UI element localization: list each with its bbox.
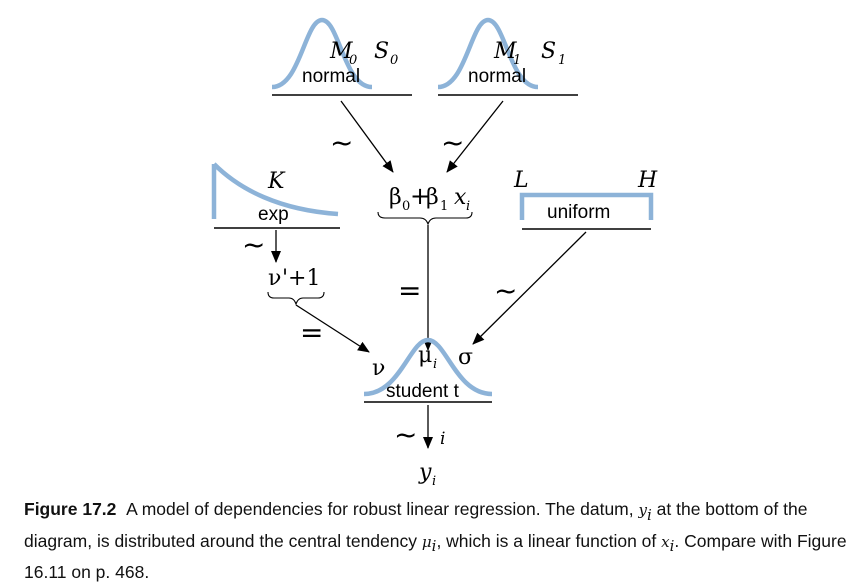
high-param: H — [637, 168, 658, 193]
caption-text-3: , which is a linear function of — [436, 530, 662, 551]
caption-y: y — [638, 501, 647, 519]
nu-rest: '+1 — [282, 266, 320, 291]
arrow-nu-to-student — [295, 304, 370, 353]
exp-curve-icon — [211, 162, 339, 219]
normal-prior-intercept: normal M 0 S 0 — [271, 17, 412, 96]
normal-prior-slope: normal M 1 S 1 — [437, 17, 578, 96]
mean-param-sub: 1 — [513, 53, 521, 68]
arrow-slope-to-linear — [446, 100, 504, 173]
caption-label: Figure 17.2 — [24, 499, 117, 519]
figure-caption: Figure 17.2 A model of dependencies for … — [24, 497, 854, 585]
mean-param: M — [493, 39, 517, 64]
x-var: x — [454, 185, 467, 210]
tilde-exp: ~ — [242, 228, 265, 261]
mean-param-sub: 0 — [349, 53, 357, 68]
equals-linear: = — [398, 274, 421, 307]
equals-nu: = — [300, 316, 323, 349]
tilde-y: ~ — [394, 418, 417, 451]
sd-param: S — [541, 39, 556, 64]
beta0: β — [389, 185, 402, 210]
dist-label: normal — [468, 66, 526, 87]
low-param: L — [513, 168, 529, 193]
caption-x: x — [661, 532, 670, 551]
sigma-param: σ — [458, 345, 473, 370]
linear-predictor: β 0 + β 1 x i — [377, 182, 473, 226]
beta1-sub: 1 — [440, 199, 448, 214]
beta0-sub: 0 — [402, 199, 410, 214]
index-label: i — [440, 429, 445, 449]
arrow-uniform-to-sigma — [472, 231, 587, 345]
mu-param: μ — [418, 343, 432, 368]
sd-param: S — [374, 39, 389, 64]
plus: + — [410, 182, 430, 210]
caption-text-1: A model of dependencies for robust linea… — [126, 499, 639, 519]
student-t-likelihood: ν μ i σ student t — [363, 337, 493, 403]
arrow-intercept-to-linear — [340, 100, 394, 173]
caption-mu: μ — [421, 532, 432, 551]
beta1: β — [426, 185, 439, 210]
caption-x-sub: i — [669, 537, 675, 555]
caption-y-sub: i — [646, 505, 652, 524]
normal-curve-icon — [437, 17, 539, 90]
dist-label: student t — [386, 381, 460, 402]
nu-prime: ν — [268, 266, 281, 291]
nu-param: ν — [372, 356, 385, 381]
dependency-diagram: normal M 0 S 0 normal M 1 S 1 ~ ~ β 0 + … — [211, 17, 658, 489]
nu-brace — [267, 291, 325, 306]
tilde-uniform: ~ — [494, 274, 517, 307]
x-var-sub: i — [466, 199, 470, 214]
tilde-intercept: ~ — [330, 126, 353, 159]
y-output-sub: i — [432, 474, 436, 489]
uniform-prior: L H uniform — [513, 168, 658, 230]
student-t-curve-icon — [363, 337, 493, 397]
dist-label: uniform — [547, 202, 610, 223]
linear-brace — [377, 211, 473, 226]
sd-param-sub: 1 — [558, 53, 566, 68]
normal-curve-icon — [271, 17, 373, 90]
uniform-curve-icon — [519, 192, 654, 220]
exp-prior: K exp — [211, 162, 340, 229]
caption-mu-sub: i — [431, 537, 437, 555]
nu-expression: ν '+1 — [267, 266, 325, 306]
dist-label: exp — [258, 204, 289, 225]
caption-text-2: at the bottom of the diagram, is distrib… — [24, 499, 808, 551]
y-output: y — [418, 460, 432, 485]
dist-label: normal — [302, 66, 360, 87]
mu-param-sub: i — [433, 357, 437, 372]
mean-param: M — [329, 39, 353, 64]
sd-param-sub: 0 — [390, 53, 398, 68]
rate-param: K — [267, 169, 286, 194]
tilde-slope: ~ — [441, 126, 464, 159]
